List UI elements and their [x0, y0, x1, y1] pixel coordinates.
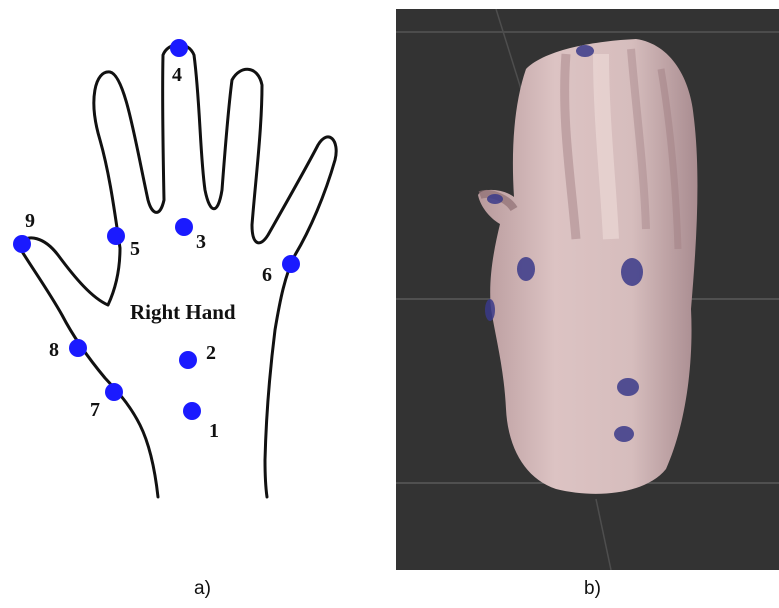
grid-line — [496, 9, 521, 89]
landmark-label-8: 8 — [49, 339, 59, 361]
hand-outline-diagram: 1 2 3 4 5 6 7 8 9 Right Hand — [0, 0, 390, 570]
landmark-label-9: 9 — [25, 210, 35, 232]
landmark-marker-8 — [69, 339, 87, 357]
scan-marker — [517, 257, 535, 281]
scan-marker — [614, 426, 634, 442]
scan-marker — [621, 258, 643, 286]
landmark-label-5: 5 — [130, 238, 140, 260]
landmark-marker-9 — [13, 235, 31, 253]
scan-marker — [485, 299, 495, 321]
grid-line — [596, 499, 611, 570]
hand-scan-photo — [396, 9, 779, 570]
landmark-marker-4 — [170, 39, 188, 57]
landmark-marker-1 — [183, 402, 201, 420]
landmark-label-4: 4 — [172, 64, 182, 86]
landmark-label-7: 7 — [90, 399, 100, 421]
caption-b: b) — [584, 578, 601, 600]
scan-marker — [487, 194, 503, 204]
landmark-marker-2 — [179, 351, 197, 369]
scan-marker — [576, 45, 594, 57]
hand-scan-svg — [396, 9, 779, 570]
landmark-marker-7 — [105, 383, 123, 401]
scan-marker — [617, 378, 639, 396]
landmark-marker-3 — [175, 218, 193, 236]
caption-a: a) — [194, 578, 211, 600]
landmark-label-2: 2 — [206, 342, 216, 364]
hand-outline-svg: 1 2 3 4 5 6 7 8 9 Right Hand — [0, 0, 390, 570]
landmark-label-3: 3 — [196, 231, 206, 253]
landmark-marker-6 — [282, 255, 300, 273]
diagram-title: Right Hand — [130, 300, 236, 324]
landmark-label-6: 6 — [262, 264, 272, 286]
landmark-marker-5 — [107, 227, 125, 245]
landmark-label-1: 1 — [209, 420, 219, 442]
